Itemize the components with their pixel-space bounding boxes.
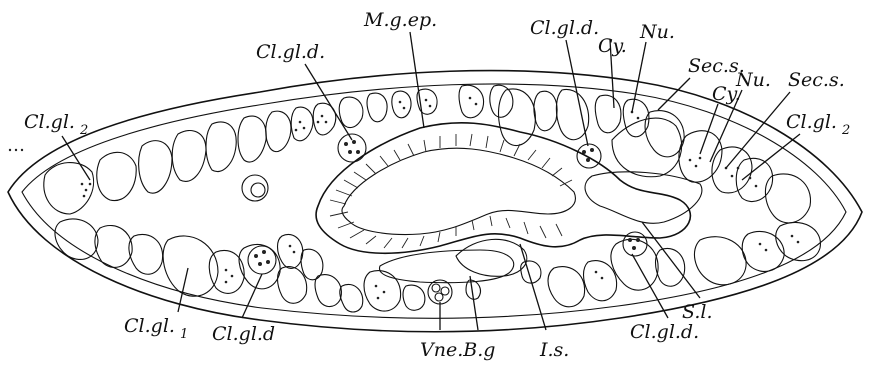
label-m-g-ep: M.g.ep. [363, 9, 437, 31]
label-nu-2: Nu. [735, 69, 771, 91]
label-cl-gl-2-left: Cl.gl. 2 [24, 111, 88, 138]
label-cl-gl-d-top-left: Cl.gl.d. [256, 41, 325, 63]
svg-text:1: 1 [180, 327, 188, 342]
svg-text:2: 2 [79, 123, 88, 138]
label-s-l: S.l. [682, 301, 713, 323]
svg-text:2: 2 [841, 123, 850, 138]
gland-cells-bottom [55, 219, 820, 312]
label-cl-gl-2-right: Cl.gl. 2 [786, 111, 850, 138]
svg-text:Cl.gl.: Cl.gl. [24, 111, 75, 133]
svg-text:Cl.gl.: Cl.gl. [786, 111, 837, 133]
label-cl-gl-1: Cl.gl. 1 [124, 315, 188, 342]
label-i-s: I.s. [539, 339, 569, 361]
gland-cells-top [44, 85, 811, 223]
label-cl-gl-d-top-right: Cl.gl.d. [530, 17, 599, 39]
midgut-epithelium [316, 123, 690, 254]
cell-nuclei-stipple [81, 97, 800, 300]
label-vne-b-g: Vne.B.g [420, 339, 495, 361]
label-cl-gl-d-bottom-right: Cl.gl.d. [630, 321, 699, 343]
label-cy-1: Cy. [598, 35, 627, 57]
svg-text:Cl.gl.: Cl.gl. [124, 315, 175, 337]
inner-cuticle-outline [22, 84, 846, 318]
figure-labels: M.g.ep. Cl.gl.d. Cl.gl.d. Cy. Nu. Sec.s.… [24, 9, 850, 361]
ventral-structures [379, 239, 540, 304]
stray-dots [9, 149, 23, 151]
sinus-lumen [585, 172, 702, 223]
label-nu-1: Nu. [639, 21, 675, 43]
label-cl-gl-d-bottom-left: Cl.gl.d [212, 323, 275, 345]
label-sec-s-2: Sec.s. [788, 69, 845, 91]
